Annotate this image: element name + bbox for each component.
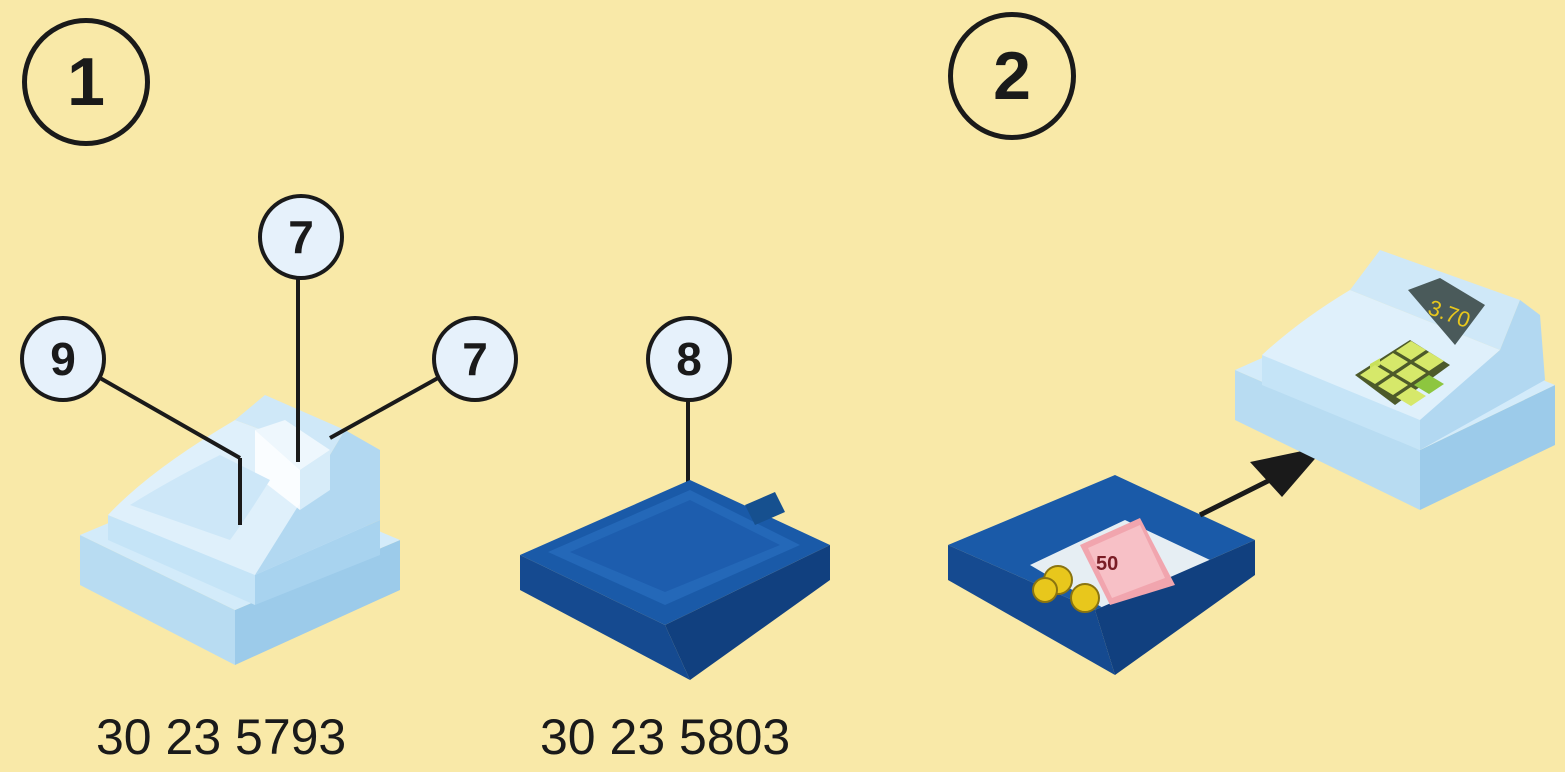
step-2-badge: 2 <box>948 12 1076 140</box>
cash-drawer-empty <box>520 480 830 680</box>
insert-arrow <box>1200 446 1326 515</box>
callout-9: 9 <box>20 316 106 402</box>
cash-register-body <box>80 395 400 665</box>
step-1-badge: 1 <box>22 18 150 146</box>
callout-8: 8 <box>646 316 732 402</box>
callout-7-top: 7 <box>258 194 344 280</box>
cash-drawer-with-money <box>948 475 1255 675</box>
banknote-value: 50 <box>1096 553 1118 575</box>
part-number-drawer: 30 23 5803 <box>540 708 790 766</box>
part-number-register: 30 23 5793 <box>96 708 346 766</box>
callout-7-right: 7 <box>432 316 518 402</box>
